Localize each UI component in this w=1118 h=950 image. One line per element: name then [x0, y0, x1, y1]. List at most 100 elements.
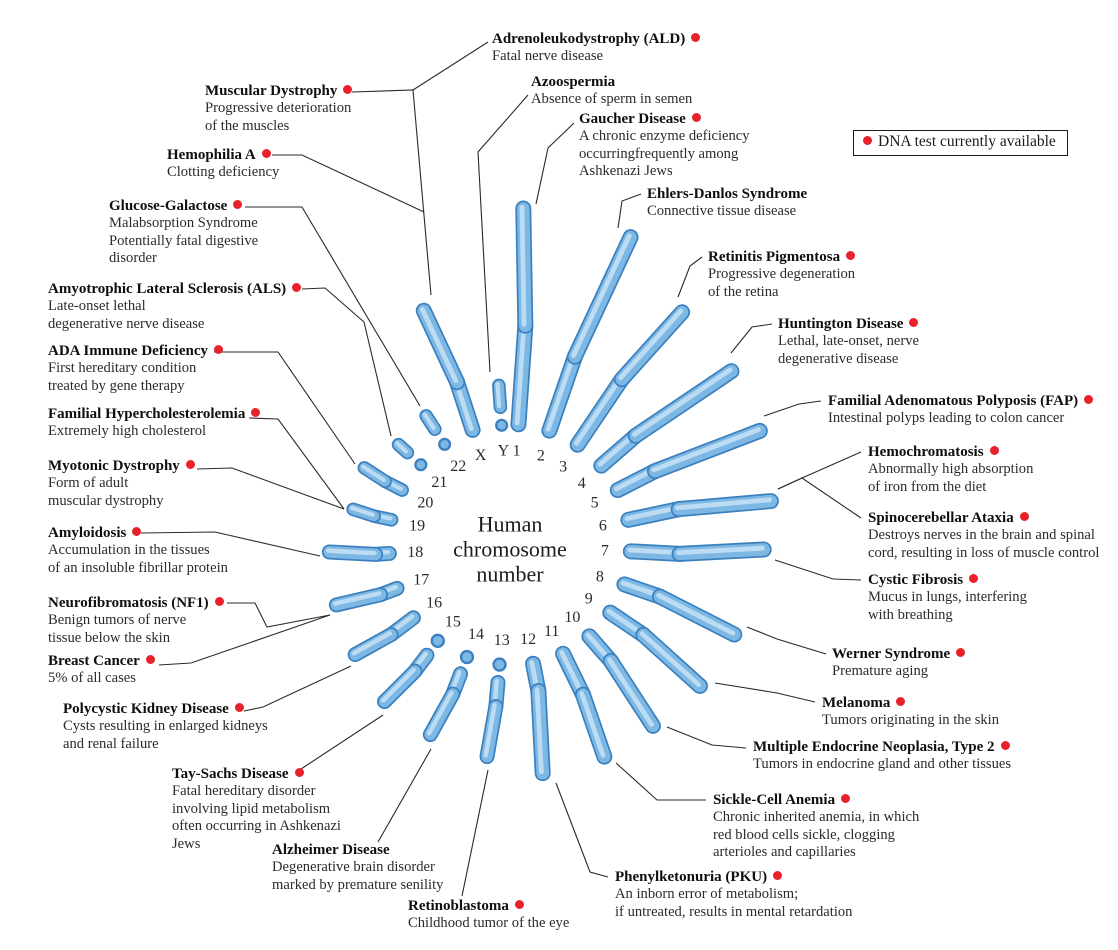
disease-description-line: red blood cells sickle, clogging: [713, 826, 895, 843]
disease-description-line: cord, resulting in loss of muscle contro…: [868, 544, 1100, 561]
disease-title-row: Breast Cancer: [48, 652, 155, 670]
leader-line-myotonic-dystrophy: [196, 467, 345, 510]
dna-test-dot-icon: [251, 408, 261, 417]
chromosome-6: 6: [599, 493, 779, 535]
chromosome-15-satellite: [430, 633, 445, 648]
disease-label-phenylketonuria: Phenylketonuria (PKU)An inborn error of …: [615, 868, 852, 921]
disease-description-line: of the muscles: [205, 117, 290, 134]
leader-line-amyloidosis: [140, 531, 321, 557]
chromosome-3: 3: [559, 304, 691, 476]
chromosome-17: 17: [328, 572, 429, 613]
leader-line-ehlers-danlos: [617, 193, 642, 229]
chromosome-4: 4: [578, 363, 740, 492]
disease-title: ADA Immune Deficiency: [48, 343, 208, 359]
chromosome-number-Y: Y: [498, 443, 510, 460]
disease-description-line: Ashkenazi Jews: [579, 163, 673, 180]
dna-test-dot-icon: [841, 794, 851, 803]
legend-text: DNA test currently available: [878, 133, 1056, 150]
disease-description-line: Tumors originating in the skin: [822, 712, 1000, 728]
disease-title-row: Werner Syndrome: [832, 645, 966, 663]
disease-description-line: Abnormally high absorption: [868, 461, 1034, 477]
disease-title: Familial Hypercholesterolemia: [48, 406, 246, 422]
chromosome-2: 2: [537, 229, 639, 465]
disease-label-adrenoleukodystrophy: Adrenoleukodystrophy (ALD)Fatal nerve di…: [492, 30, 701, 66]
disease-description-line: and renal failure: [63, 735, 159, 752]
chromosome-number-21: 21: [431, 474, 447, 491]
disease-title-row: Hemochromatosis: [868, 443, 1033, 461]
dna-test-dot-icon: [1084, 395, 1094, 404]
disease-title-row: Azoospermia: [531, 73, 692, 91]
disease-description-line: Destroys nerves in the brain and spinal: [868, 527, 1095, 543]
disease-title-row: Phenylketonuria (PKU): [615, 868, 852, 886]
chromosome-Y-satellite: [495, 418, 509, 432]
disease-title: Hemophilia A: [167, 147, 256, 163]
disease-description-line: 5% of all cases: [48, 670, 136, 686]
disease-description-line: degenerative disease: [778, 350, 899, 367]
leader-line-glucose-galactose: [245, 206, 421, 407]
disease-title-row: Cystic Fibrosis: [868, 571, 1027, 589]
chromosome-number-4: 4: [578, 475, 586, 492]
chromosome-number-22: 22: [450, 458, 466, 475]
chromosome-5: 5: [591, 422, 768, 511]
dna-test-dot-icon: [343, 85, 353, 94]
disease-description-line: Mucus in lungs, interfering: [868, 589, 1027, 605]
disease-description-line: arterioles and capillaries: [713, 844, 856, 861]
chromosome-number-16: 16: [426, 595, 442, 612]
disease-title: Myotonic Dystrophy: [48, 458, 180, 474]
legend-box: DNA test currently available: [853, 130, 1068, 156]
disease-title: Hemochromatosis: [868, 444, 984, 460]
disease-title-row: Tay-Sachs Disease: [172, 765, 341, 783]
chromosome-21-satellite: [414, 458, 428, 472]
disease-title-row: Retinoblastoma: [408, 897, 569, 915]
chromosome-8: 8: [596, 568, 743, 643]
disease-description-line: Chronic inherited anemia, in which: [713, 809, 920, 825]
disease-title: Muscular Dystrophy: [205, 83, 338, 99]
dna-test-dot-icon: [989, 446, 999, 455]
chromosome-number-11: 11: [544, 623, 559, 640]
chromosome-20: 20: [357, 461, 433, 511]
dna-test-dot-icon: [234, 703, 244, 712]
disease-description-line: Accumulation in the tissues: [48, 542, 210, 558]
chromosome-1: 1: [510, 200, 534, 460]
disease-description-line: Degenerative brain disorder: [272, 859, 435, 875]
dna-test-dot-icon: [1019, 512, 1029, 521]
disease-title: Neurofibromatosis (NF1): [48, 595, 209, 611]
leader-line-alzheimer-disease: [377, 748, 432, 843]
leader-line-als: [301, 287, 392, 437]
leader-line-huntington-disease: [730, 323, 773, 354]
dna-test-dot-icon: [896, 697, 906, 706]
chromosome-number-10: 10: [564, 609, 580, 626]
dna-test-dot-icon: [969, 574, 979, 583]
disease-label-fap: Familial Adenomatous Polyposis (FAP)Inte…: [828, 392, 1094, 428]
disease-label-als: Amyotrophic Lateral Sclerosis (ALS)Late-…: [48, 280, 302, 333]
chromosome-number-19: 19: [409, 518, 425, 535]
disease-title-row: Neurofibromatosis (NF1): [48, 594, 224, 612]
leader-line-werner-syndrome: [746, 626, 827, 655]
leader-line-melanoma: [714, 682, 816, 703]
chromosome-21: 21: [391, 437, 447, 491]
disease-description-line: Late-onset lethal: [48, 298, 146, 314]
disease-title: Alzheimer Disease: [272, 842, 390, 858]
disease-description-line: with breathing: [868, 606, 953, 623]
leader-line-familial-hypercholesterolemia: [248, 417, 345, 510]
dna-test-dot-icon: [213, 345, 223, 354]
chromosome-14-satellite: [459, 649, 475, 665]
disease-description-line: Jews: [172, 835, 201, 852]
leader-line-neurofibromatosis: [227, 602, 331, 628]
disease-title: Retinoblastoma: [408, 898, 509, 914]
disease-title: Multiple Endocrine Neoplasia, Type 2: [753, 739, 995, 755]
leader-line-gaucher-disease: [535, 122, 575, 205]
dna-test-dot-icon: [909, 318, 919, 327]
